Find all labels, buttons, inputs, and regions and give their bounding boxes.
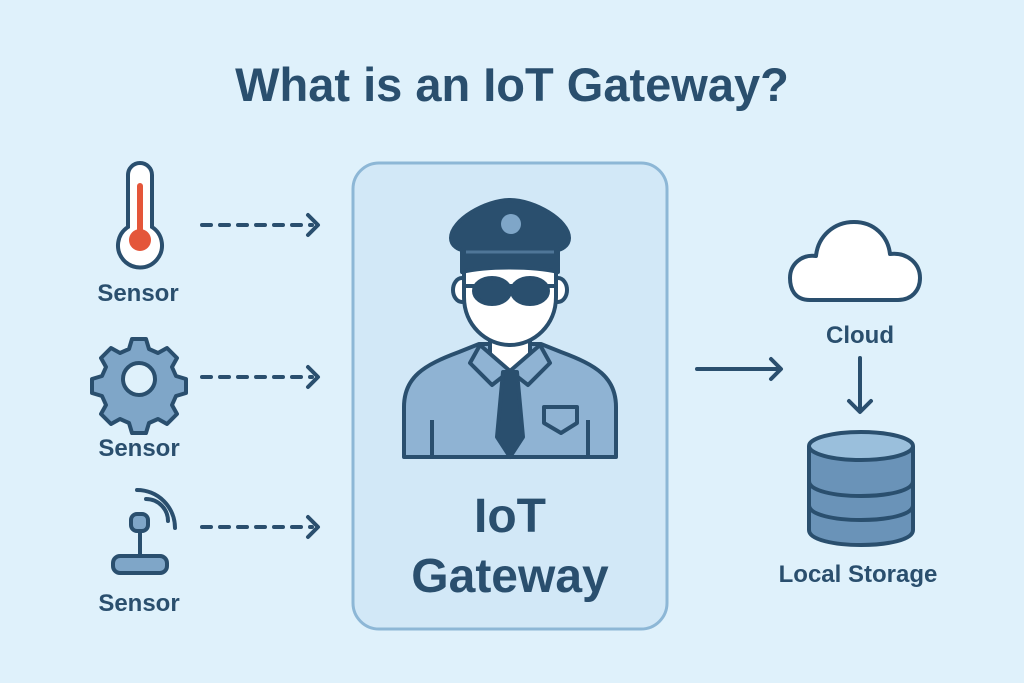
- antenna-icon: [111, 488, 177, 575]
- gateway-label-line2: Gateway: [411, 550, 609, 603]
- thermometer-icon: [116, 161, 164, 270]
- gear-icon: [90, 337, 188, 435]
- cloud-icon: [788, 220, 922, 302]
- dashed-arrow: [200, 213, 320, 237]
- database-icon: [807, 430, 915, 547]
- arrow-to-storage: [847, 356, 873, 414]
- arrow-to-cloud: [695, 357, 783, 381]
- sensor-label: Sensor: [98, 435, 179, 462]
- gateway-label-line1: IoT: [474, 490, 546, 543]
- storage-label: Local Storage: [779, 561, 938, 588]
- page-title: What is an IoT Gateway?: [235, 58, 789, 111]
- dashed-arrow: [200, 365, 320, 389]
- dashed-arrow: [200, 515, 320, 539]
- security-guard-icon: [402, 198, 618, 459]
- cloud-label: Cloud: [826, 322, 894, 349]
- sensor-label: Sensor: [98, 590, 179, 617]
- sensor-label: Sensor: [97, 280, 178, 307]
